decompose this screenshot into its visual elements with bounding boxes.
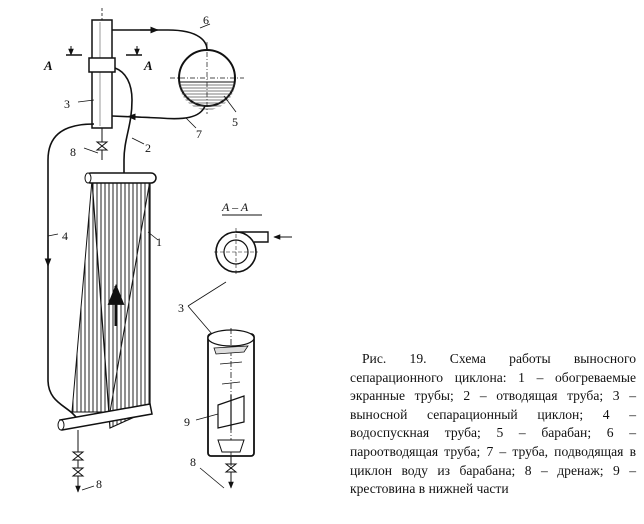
- label-outlet-tube: 2: [145, 141, 151, 155]
- section-marks: A A: [43, 46, 153, 73]
- figure-caption: Рис. 19. Схема работы выносного сепараци…: [350, 351, 636, 497]
- bottom-drain: [71, 430, 85, 493]
- label-drain-cyclone: 8: [190, 455, 196, 469]
- section-title: A – A: [221, 200, 249, 214]
- label-cyclone-section: 3: [178, 301, 184, 315]
- section-aa: A – A: [214, 200, 292, 276]
- outlet-tube: [114, 67, 133, 176]
- label-cyclone: 3: [64, 97, 70, 111]
- label-drain-bottom: 8: [96, 477, 102, 491]
- label-water-pipe: 7: [196, 127, 202, 141]
- label-drain-top: 8: [70, 145, 76, 159]
- screen-tubes: [57, 172, 157, 431]
- section-marker-right: A: [143, 58, 153, 73]
- cyclone: [88, 8, 116, 160]
- drum: [170, 42, 244, 114]
- cyclone-cutaway: [207, 328, 255, 489]
- water-pipe: [111, 105, 206, 120]
- label-downcomer: 4: [62, 229, 68, 243]
- downcomer: [47, 123, 95, 421]
- label-steam-pipe: 6: [203, 13, 209, 27]
- label-cross: 9: [184, 415, 190, 429]
- steam-pipe: [112, 29, 208, 51]
- section-marker-left: A: [43, 58, 53, 73]
- label-drum: 5: [232, 115, 238, 129]
- label-screen-tubes: 1: [156, 235, 162, 249]
- leader-lines: [47, 23, 237, 491]
